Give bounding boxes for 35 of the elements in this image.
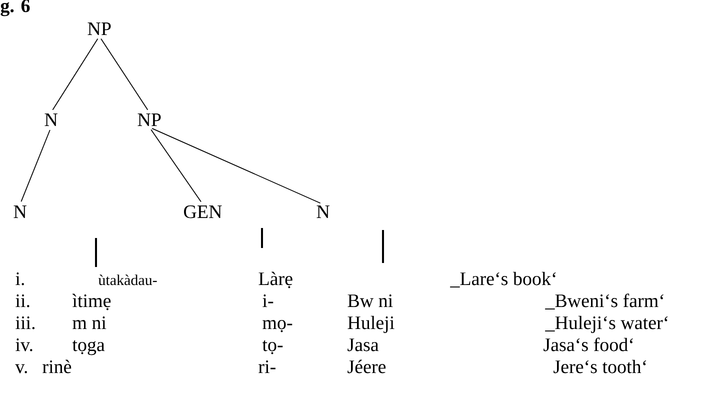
row-number: iii.	[16, 316, 35, 330]
tree-branch	[52, 38, 98, 110]
table-text: m ni	[72, 316, 106, 329]
table-text: Huleji	[348, 316, 394, 334]
table-text: Jasa	[348, 338, 379, 352]
table-text: tọga	[72, 340, 105, 356]
table-text: i-	[262, 294, 274, 307]
tree-label: NP	[88, 22, 111, 35]
table-text: Jéere	[348, 360, 386, 374]
tree-branch	[20, 130, 50, 202]
row-number: i.	[16, 272, 24, 286]
table-text: _Lare‘s book‘	[450, 272, 556, 288]
table-text: ùtakàdau-	[98, 274, 157, 286]
table-text: Bw ni	[348, 294, 393, 308]
tree-label: N	[14, 206, 26, 218]
table-text: tọ-	[262, 340, 283, 354]
table-text: _Huleji‘s water‘	[545, 316, 668, 334]
tree-label: N	[316, 206, 330, 218]
row-number: v.	[15, 364, 27, 374]
table-text: Jere‘s tooth‘	[554, 360, 646, 374]
table-text: Làrẹ	[258, 272, 292, 288]
table-text: ri-	[258, 360, 276, 373]
tree-label: GEN	[184, 205, 222, 218]
tree-branch	[100, 38, 148, 110]
table-text: _Bweni‘s farm‘	[545, 294, 664, 310]
table-text: mọ-	[262, 320, 292, 332]
tree-branch	[150, 129, 202, 202]
table-text: rinè	[42, 360, 72, 374]
tree-label: N	[44, 114, 58, 126]
tree-label: NP	[138, 114, 161, 126]
row-number: ii.	[16, 294, 30, 308]
table-text: ìtimẹ	[72, 294, 111, 310]
tree-branch	[152, 128, 321, 204]
table-text: Jasa‘s food‘	[544, 338, 633, 352]
row-number: iv.	[16, 338, 32, 352]
